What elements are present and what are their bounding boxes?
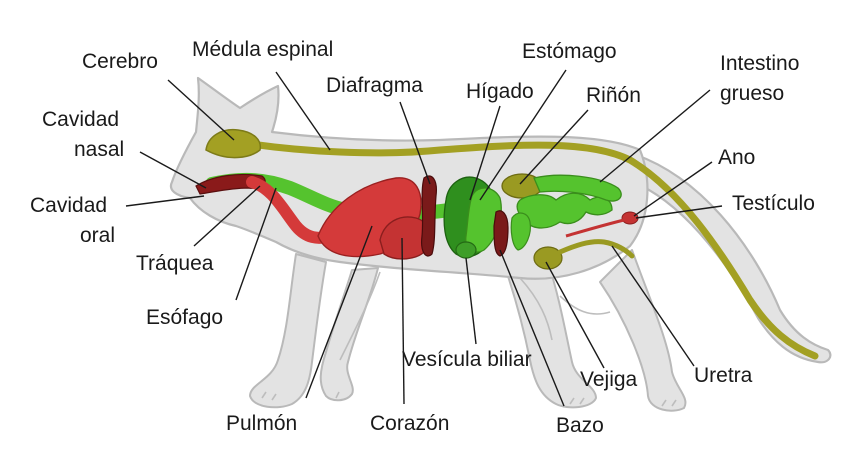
diaphragm — [421, 175, 437, 257]
label-vesicula: Vesícula biliar — [402, 348, 532, 371]
cat-front-leg-front — [249, 253, 327, 409]
label-corazon: Corazón — [370, 412, 449, 435]
label-intestino-2: grueso — [720, 82, 784, 105]
large-intestine — [533, 174, 622, 202]
label-diafragma: Diafragma — [326, 74, 423, 97]
leader-lines — [125, 69, 723, 407]
leader-higado — [469, 105, 501, 201]
stomach — [465, 187, 502, 253]
leader-rinon — [519, 109, 589, 185]
bladder — [533, 246, 563, 270]
leader-vesicula — [465, 257, 477, 345]
leader-oral — [125, 195, 205, 207]
leader-diafragma — [399, 101, 431, 185]
cat-front-leg-back — [319, 267, 379, 402]
spleen — [493, 210, 509, 257]
leader-vejiga — [545, 261, 605, 369]
cat-inner-contour-1 — [339, 271, 381, 361]
leader-bazo — [499, 249, 565, 407]
leader-traquea — [193, 185, 261, 247]
leader-testiculo — [635, 205, 723, 219]
label-esofago: Esófago — [146, 306, 223, 329]
cat-inner-contour-3 — [519, 277, 553, 341]
label-estomago: Estómago — [522, 40, 617, 63]
spinal-cord — [234, 138, 819, 360]
leader-cerebro — [167, 79, 235, 141]
organs — [195, 128, 819, 360]
leader-uretra — [611, 245, 695, 367]
label-cavidad-oral-2: oral — [80, 224, 115, 247]
label-intestino-1: Intestino — [720, 52, 799, 75]
leader-pulmon — [305, 225, 373, 399]
intestine-loop — [510, 212, 531, 251]
label-cavidad-oral-1: Cavidad — [30, 194, 107, 217]
cat-paw-toes — [261, 391, 677, 407]
label-traquea: Tráquea — [136, 252, 214, 275]
label-cerebro: Cerebro — [82, 50, 158, 73]
labels: Cerebro Médula espinal Diafragma Estómag… — [30, 38, 815, 437]
gallbladder — [455, 241, 477, 259]
leader-corazon — [401, 237, 405, 405]
label-rinon: Riñón — [586, 84, 641, 107]
label-higado: Hígado — [466, 80, 534, 103]
label-ano: Ano — [718, 146, 755, 169]
vas-deferens — [565, 218, 625, 238]
label-vejiga: Vejiga — [580, 368, 638, 391]
label-uretra: Uretra — [694, 364, 753, 387]
cat-inner-contour-2 — [559, 295, 611, 315]
leader-nasal — [139, 151, 207, 189]
testicle — [621, 211, 639, 225]
label-cavidad-nasal-1: Cavidad — [42, 108, 119, 131]
cat-hind-leg-back — [599, 249, 687, 412]
leader-ano — [633, 161, 713, 217]
label-medula: Médula espinal — [192, 38, 333, 61]
label-testiculo: Testículo — [732, 192, 815, 215]
leader-esofago — [235, 187, 277, 301]
leader-intestino — [599, 89, 711, 183]
urethra — [557, 239, 635, 259]
label-cavidad-nasal-2: nasal — [74, 138, 124, 161]
leader-estomago — [479, 69, 567, 201]
label-bazo: Bazo — [556, 414, 604, 437]
brain — [205, 128, 262, 159]
label-pulmon: Pulmón — [226, 412, 297, 435]
leader-medula — [275, 71, 331, 151]
